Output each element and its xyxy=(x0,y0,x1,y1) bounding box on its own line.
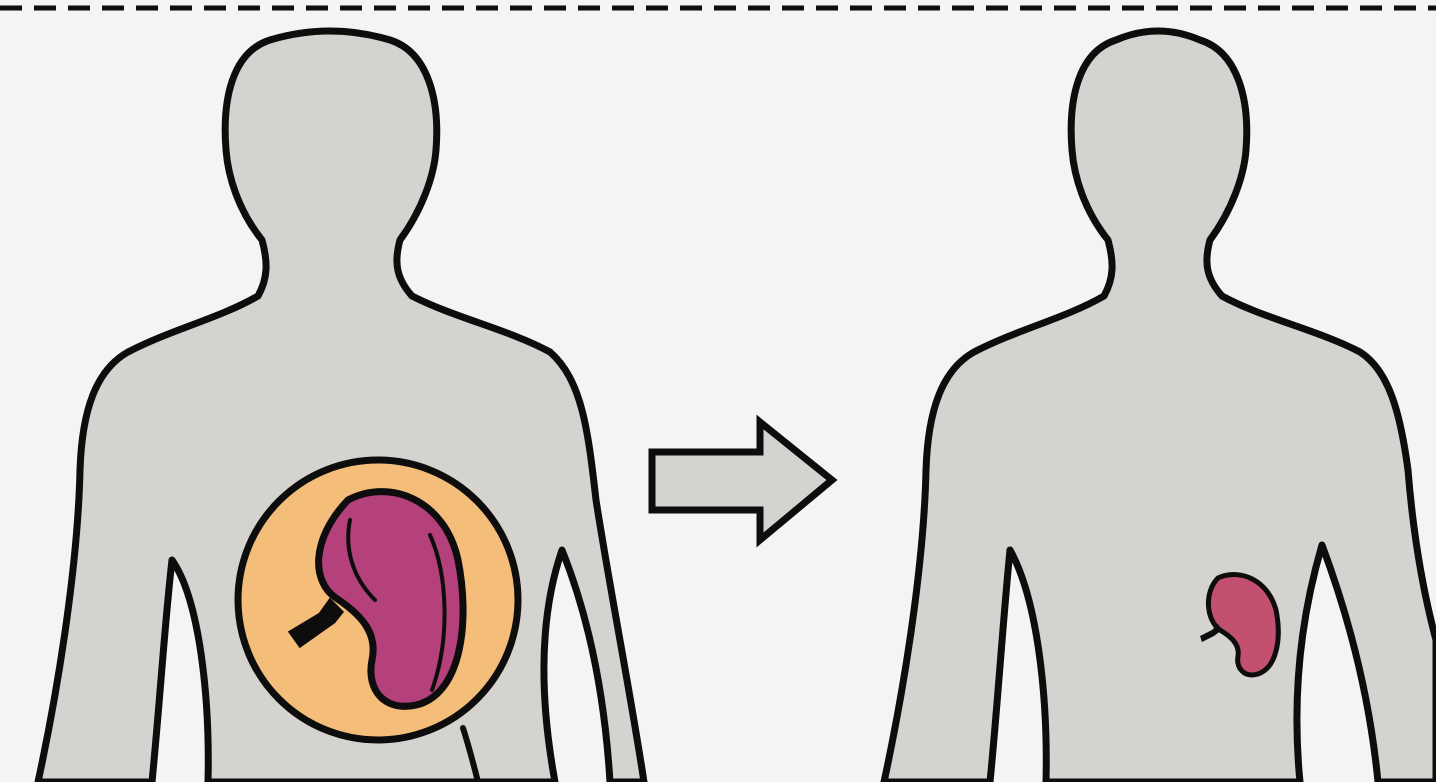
body-outline-after xyxy=(884,31,1436,782)
human-silhouette-after xyxy=(884,31,1436,782)
magnified-view xyxy=(238,460,518,740)
arrow-right-icon xyxy=(652,422,832,540)
